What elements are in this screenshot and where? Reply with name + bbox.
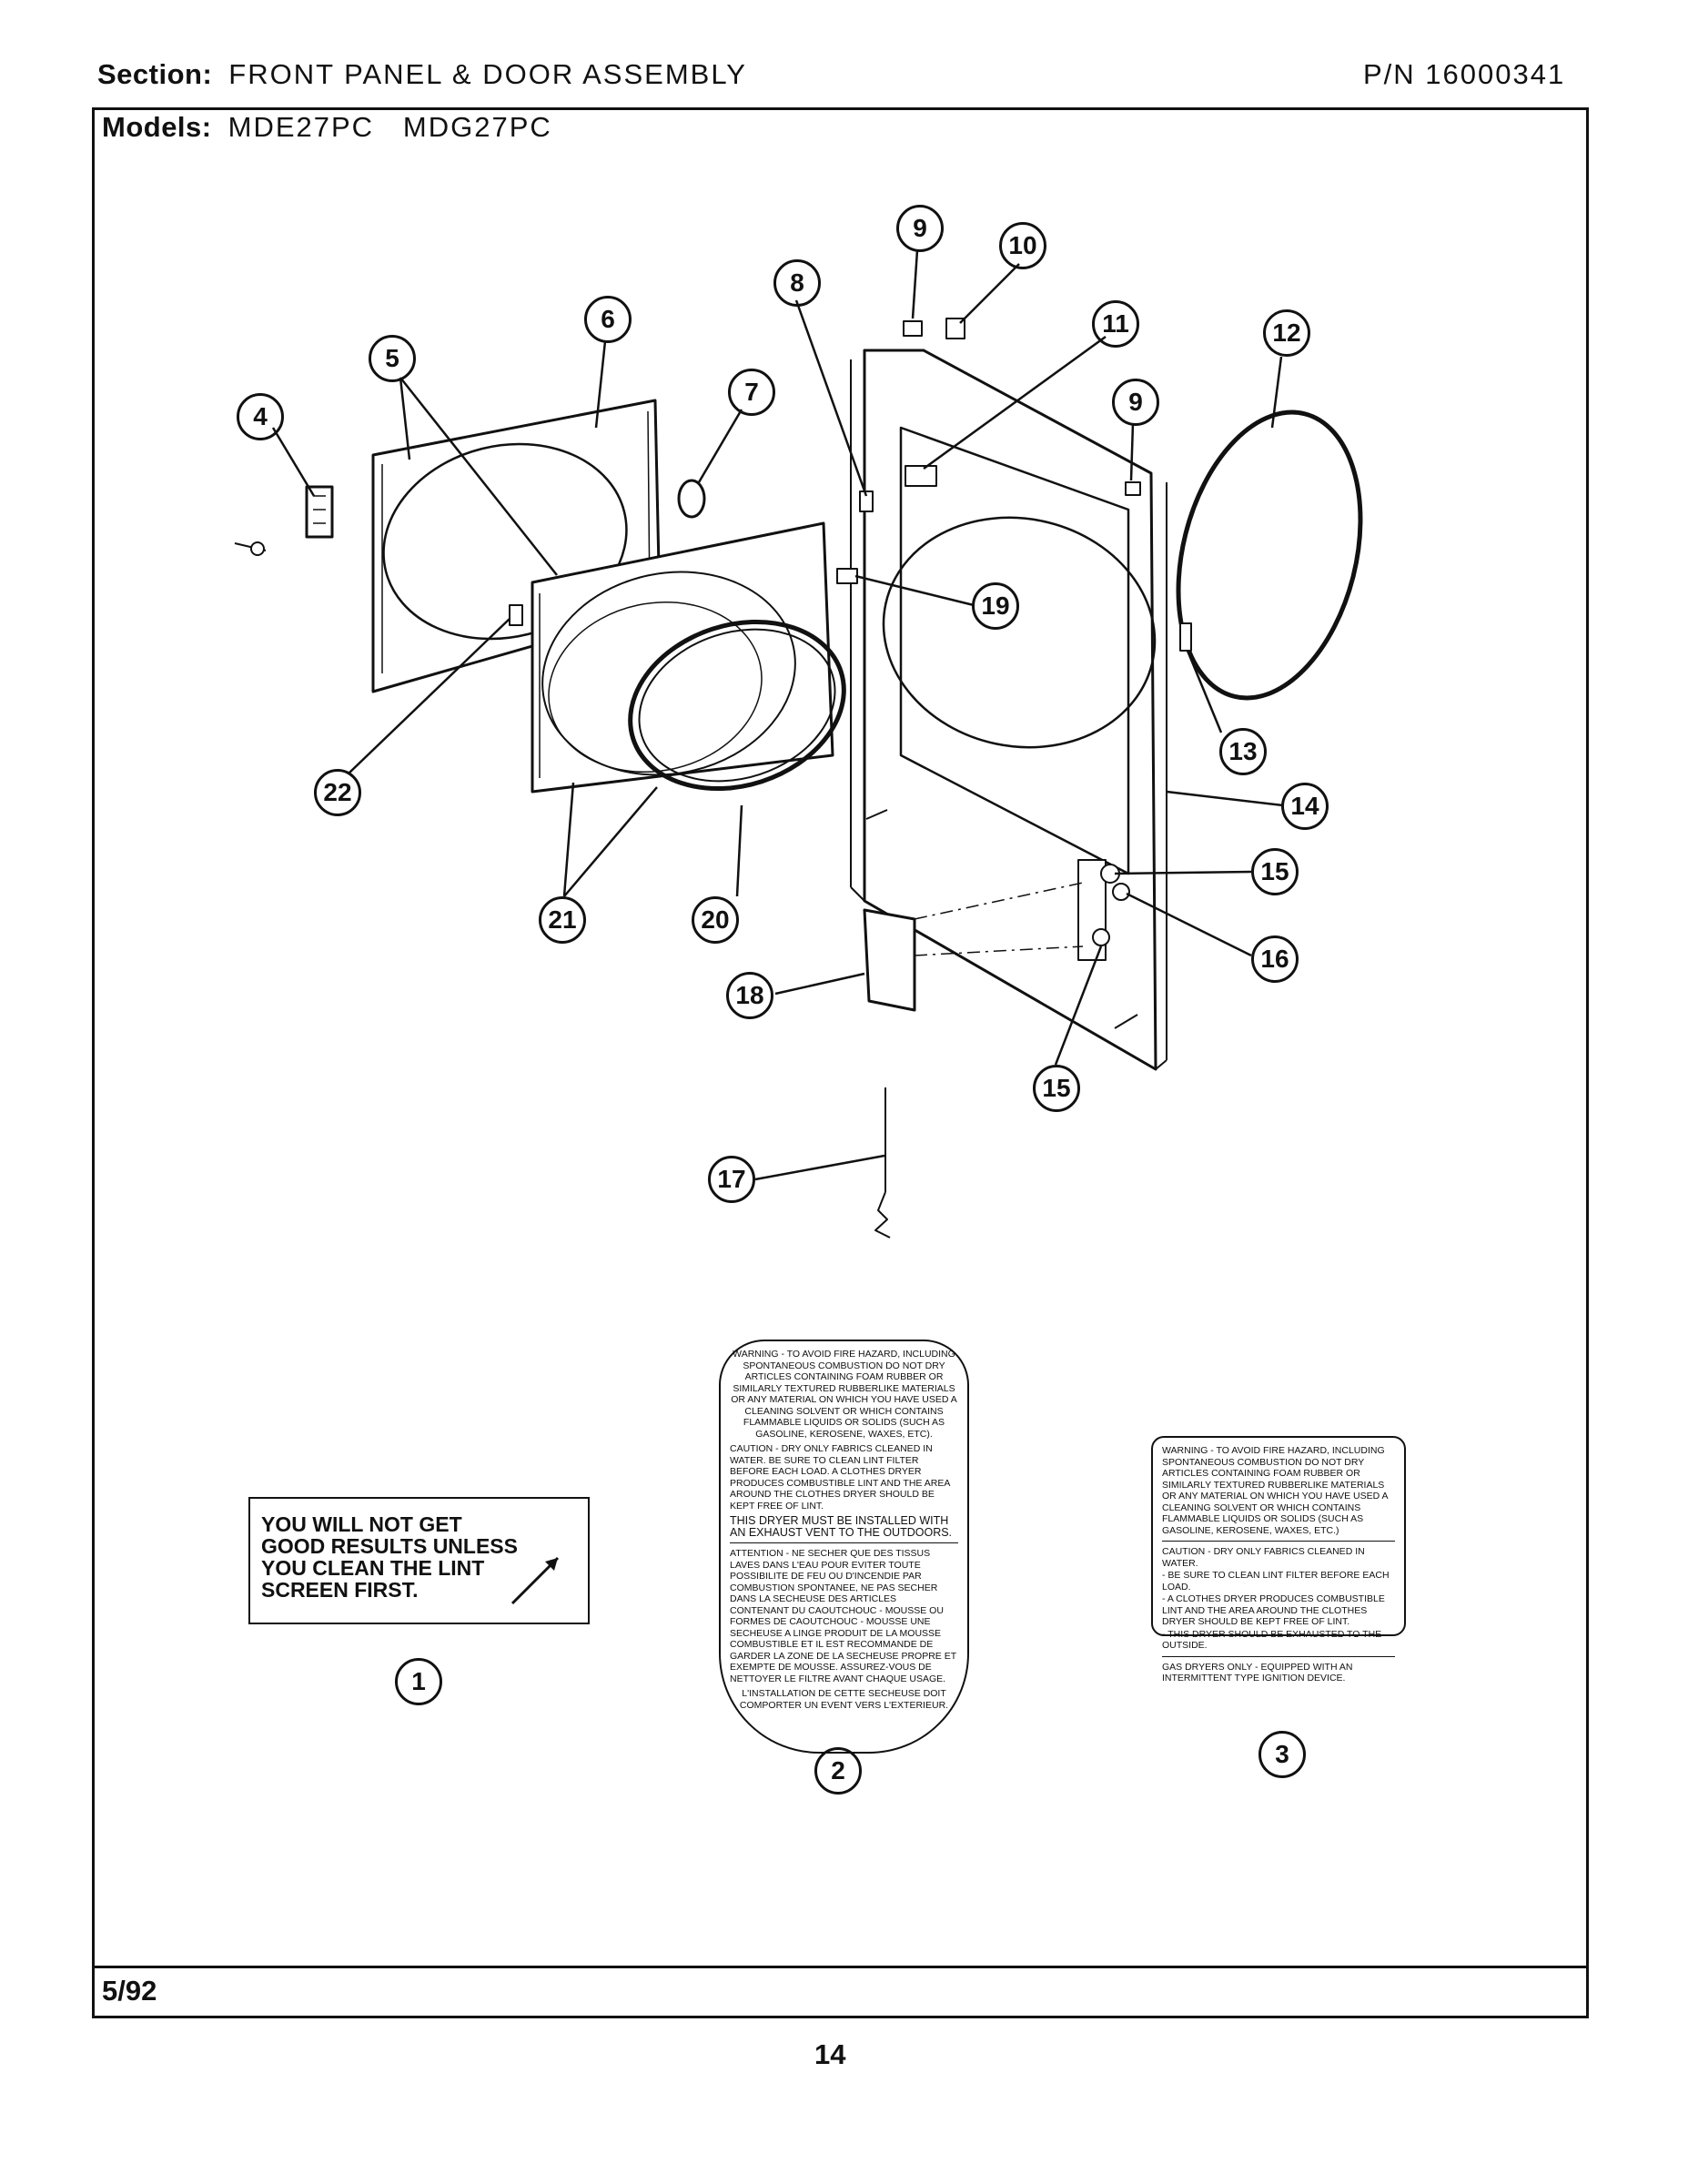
hinge-screw: [234, 541, 267, 556]
door-seal: [628, 619, 846, 792]
lint-label-line-2: GOOD RESULTS UNLESS: [261, 1534, 518, 1558]
panel-clip-10: [945, 318, 965, 339]
panel-screw-lower: [1114, 1014, 1138, 1029]
callout-10: 10: [999, 222, 1046, 269]
door-strike: [836, 568, 858, 584]
callout-13: 13: [1219, 728, 1267, 775]
callout-21: 21: [539, 896, 586, 944]
label3-divider-2: [1162, 1655, 1395, 1657]
panel-tab: [1179, 622, 1192, 652]
callout-12: 12: [1263, 309, 1310, 357]
label3-divider-1: [1162, 1541, 1395, 1542]
callout-22: 22: [314, 769, 361, 816]
callout-20: 20: [692, 896, 739, 944]
panel-clip-side: [1125, 481, 1141, 496]
callout-14: 14: [1281, 783, 1329, 830]
page-number: 14: [814, 2038, 846, 2070]
label3-gas: GAS DRYERS ONLY - EQUIPPED WITH AN INTER…: [1162, 1661, 1353, 1684]
date-code: 5/92: [102, 1975, 157, 2007]
section-label: Section:: [97, 58, 213, 90]
panel-clip-top: [903, 320, 923, 337]
warning-label-bilingual: WARNING - TO AVOID FIRE HAZARD, INCLUDIN…: [719, 1340, 969, 1754]
callout-15-bottom: 15: [1033, 1065, 1080, 1112]
label2-installation: L'INSTALLATION DE CETTE SECHEUSE DOIT CO…: [739, 1688, 949, 1711]
part-number: P/N 16000341: [1363, 58, 1565, 91]
section-title: FRONT PANEL & DOOR ASSEMBLY: [228, 58, 747, 90]
lamp-socket: [1112, 883, 1130, 901]
label2-exhaust: THIS DRYER MUST BE INSTALLED WITH AN EXH…: [730, 1514, 953, 1539]
callout-19: 19: [972, 582, 1019, 630]
leader-lines: [271, 249, 1284, 1181]
callout-4: 4: [237, 393, 284, 440]
lint-screen-label: YOU WILL NOT GET GOOD RESULTS UNLESS YOU…: [248, 1497, 590, 1624]
callout-9-side: 9: [1112, 379, 1159, 426]
callout-9-top: 9: [896, 205, 944, 252]
callout-17: 17: [708, 1156, 755, 1203]
door-switch: [859, 490, 874, 512]
label2-caution: CAUTION - DRY ONLY FABRICS CLEANED IN WA…: [730, 1443, 950, 1512]
label3-caution-item: - THIS DRYER SHOULD BE EXHAUSTED TO THE …: [1162, 1628, 1382, 1652]
hinge-part: [305, 485, 334, 539]
models-list: MDE27PC MDG27PC: [227, 111, 552, 143]
callout-11: 11: [1092, 300, 1139, 348]
lint-label-line-4: SCREEN FIRST.: [261, 1578, 419, 1602]
door-handle: [677, 479, 706, 519]
callout-18: 18: [726, 972, 773, 1019]
diagram-frame: [92, 107, 1589, 2018]
access-cover: [863, 908, 916, 1012]
hinge-bracket: [905, 465, 937, 487]
label2-divider: [730, 1542, 958, 1543]
label2-warning: WARNING - TO AVOID FIRE HAZARD, INCLUDIN…: [731, 1349, 957, 1440]
callout-16: 16: [1251, 935, 1299, 983]
callout-3: 3: [1258, 1731, 1306, 1778]
lint-label-line-3: YOU CLEAN THE LINT: [261, 1556, 485, 1580]
warning-label-english: WARNING - TO AVOID FIRE HAZARD, INCLUDIN…: [1151, 1436, 1406, 1684]
wire-harness: [874, 1087, 891, 1239]
callout-6: 6: [584, 296, 632, 343]
drum-seal: [1176, 410, 1363, 701]
arrow-icon: [510, 1556, 560, 1605]
callout-5: 5: [369, 335, 416, 382]
models-header: Models: MDE27PC MDG27PC: [102, 111, 552, 144]
label3-caution-head: CAUTION - DRY ONLY FABRICS CLEANED IN WA…: [1162, 1546, 1365, 1569]
screw-15-bottom: [1092, 928, 1110, 946]
label3-warning: WARNING - TO AVOID FIRE HAZARD, INCLUDIN…: [1162, 1445, 1388, 1536]
panel-screw-upper: [865, 809, 888, 820]
lint-label-line-1: YOU WILL NOT GET: [261, 1512, 462, 1536]
label3-caution-item: - A CLOTHES DRYER PRODUCES COMBUSTIBLE L…: [1162, 1593, 1385, 1627]
label3-caution-item: - BE SURE TO CLEAN LINT FILTER BEFORE EA…: [1162, 1570, 1390, 1592]
footer-divider: [92, 1966, 1589, 1968]
callout-2: 2: [814, 1747, 862, 1795]
outer-door: [509, 521, 834, 794]
part-number-text: P/N 16000341: [1363, 58, 1566, 90]
callout-8: 8: [773, 259, 821, 307]
models-label: Models:: [102, 111, 212, 143]
callout-1: 1: [395, 1658, 442, 1705]
callout-15-top: 15: [1251, 848, 1299, 895]
callout-7: 7: [728, 369, 775, 416]
label2-attention: ATTENTION - NE SECHER QUE DES TISSUS LAV…: [730, 1548, 956, 1684]
section-header: Section: FRONT PANEL & DOOR ASSEMBLY: [97, 58, 747, 91]
